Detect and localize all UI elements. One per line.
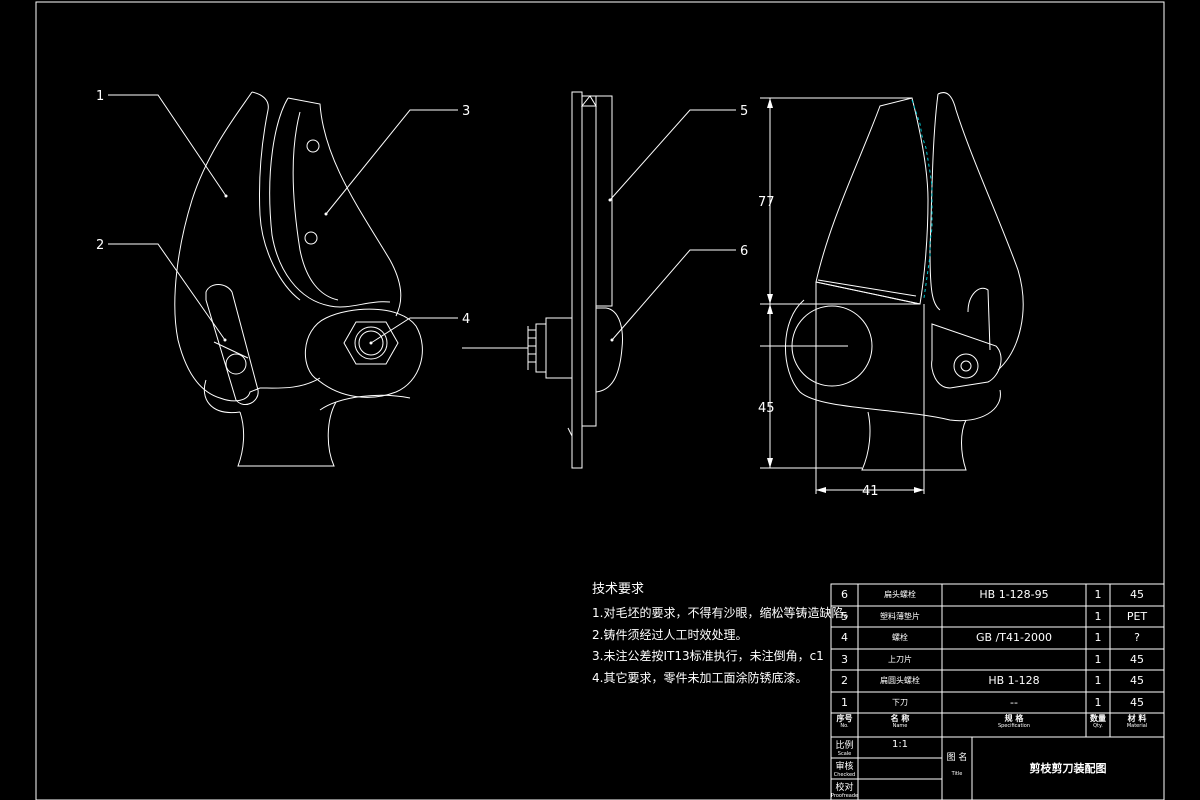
bom-cell-no: 4 (841, 631, 848, 644)
bom-cell-name: 下刀 (892, 698, 908, 707)
balloon-4: 4 (462, 312, 470, 327)
balloon-2: 2 (96, 238, 104, 253)
dimension-77: 77 (758, 195, 775, 210)
drawing-frame (35, 1, 1165, 800)
bom-cell-name: 螺栓 (892, 633, 908, 642)
spacer-washer (595, 307, 623, 393)
bom-cell-name: 扁头螺栓 (884, 590, 916, 599)
tech-requirement-line: 2.铸件须经过人工时效处理。 (592, 627, 748, 642)
hex-nut (343, 321, 399, 365)
bom-cell-material: 45 (1130, 588, 1144, 601)
bom-cell-no: 2 (841, 674, 848, 687)
bom-cell-no: 5 (841, 610, 848, 623)
front-slot (205, 284, 259, 405)
bom-cell-spec (942, 606, 1086, 627)
bom-cell-material: 45 (1130, 653, 1144, 666)
bom-cell-material: PET (1126, 610, 1148, 623)
bom-cell-name: 塑料薄垫片 (880, 612, 920, 621)
upper-blade-outline (287, 97, 402, 317)
right-jaw (937, 92, 1024, 371)
bom-cell-spec: GB /T41-2000 (976, 631, 1052, 644)
title-block-proof-label: 校对Proofreaded (831, 783, 858, 799)
drawing-title: 剪枝剪刀装配图 (1029, 762, 1107, 775)
bom-cell-name: 扁圆头螺栓 (880, 676, 920, 685)
side-plate-right (595, 95, 613, 307)
tech-requirement-line: 3.未注公差按IT13标准执行，未注倒角，c1 (592, 649, 824, 663)
side-view (462, 91, 623, 469)
bom-cell-spec: HB 1-128-95 (979, 588, 1049, 601)
tech-requirement-line: 4.其它要求，零件未加工面涂防锈底漆。 (592, 670, 808, 685)
bom-cell-qty: 1 (1094, 653, 1102, 666)
bom-cell-no: 3 (841, 653, 848, 666)
right-view (760, 92, 1024, 494)
bom-cell-qty: 1 (1094, 696, 1102, 709)
balloon-5: 5 (740, 104, 748, 119)
front-base (237, 401, 337, 467)
bom-cell-name: 上刀片 (888, 655, 912, 664)
bom-table: 6 扁头螺栓 HB 1-128-95 1 45 5 塑料薄垫片 1 PET 4 … (831, 584, 1164, 800)
bom-cell-no: 6 (841, 588, 848, 601)
bom-cell-qty: 1 (1094, 588, 1102, 601)
bom-cell-qty: 1 (1094, 610, 1102, 623)
bom-cell-material: 45 (1130, 674, 1144, 687)
tech-requirement-line: 1.对毛坯的要求，不得有沙眼，缩松等铸造缺陷。 (592, 606, 856, 620)
balloon-6: 6 (740, 244, 748, 259)
right-pivot-body (784, 299, 1001, 422)
dimension-41: 41 (862, 484, 879, 499)
balloon-1: 1 (96, 89, 104, 104)
bom-cell-spec (942, 649, 1086, 670)
bom-cell-material: 45 (1130, 696, 1144, 709)
bom-cell-spec: HB 1-128 (988, 674, 1040, 687)
tech-requirements-title: 技术要求 (592, 582, 645, 597)
bom-cell-qty: 1 (1094, 631, 1102, 644)
right-upper-blade (815, 97, 929, 305)
lower-blade-outline (174, 91, 321, 402)
title-block-scale-value: 1:1 (891, 739, 909, 750)
dimension-45: 45 (758, 401, 775, 416)
bom-cell-qty: 1 (1094, 674, 1102, 687)
bom-cell-no: 1 (841, 696, 848, 709)
tech-requirements: 技术要求 1.对毛坯的要求，不得有沙眼，缩松等铸造缺陷。 2.铸件须经过人工时效… (592, 578, 856, 689)
bom-cell-spec: -- (1010, 696, 1018, 709)
bom-cell-material: ? (1134, 631, 1140, 644)
balloon-3: 3 (462, 104, 470, 119)
bom-grid (830, 583, 1165, 800)
front-view (174, 91, 423, 467)
leader-lines (108, 94, 736, 344)
side-plate-left (571, 91, 583, 469)
serration-teeth (911, 99, 933, 299)
front-hub (305, 308, 423, 398)
